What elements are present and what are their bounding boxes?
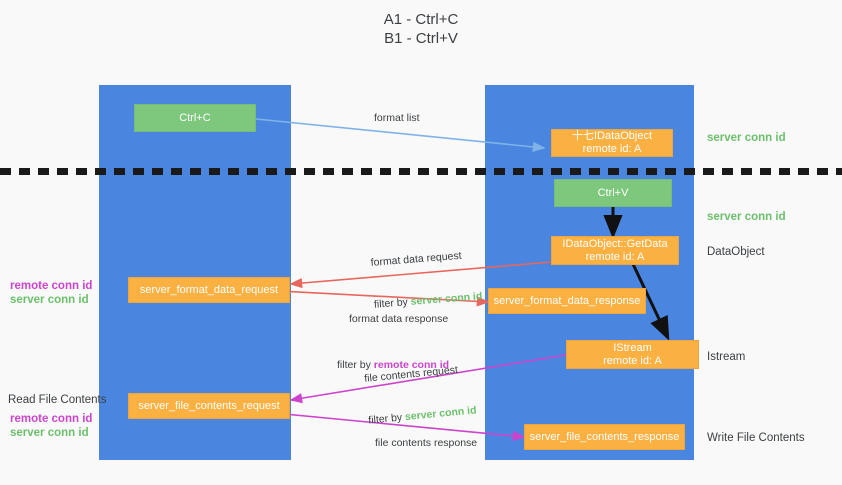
divider-dashed-line: [0, 168, 842, 175]
label-istream: Istream: [707, 351, 746, 363]
label-read-file-contents: Read File Contents: [8, 394, 107, 406]
node-server-file-contents-response[interactable]: server_file_contents_response: [524, 424, 685, 450]
label-remote-conn-id-2: remote conn id: [10, 413, 93, 425]
edge-label-format-data-response-line1: format data response: [349, 313, 449, 325]
label-data-object: DataObject: [707, 246, 765, 258]
node-get-data-object[interactable]: 十七IDataObject remote id: A: [551, 129, 673, 157]
edge-label-format-list: format list: [374, 112, 420, 124]
filter-key-remote-conn-id: remote conn id: [373, 359, 450, 371]
edge-label-file-contents-response: file contents response filter by remote …: [347, 408, 478, 485]
edge-label-file-contents-response-line1: file contents response: [375, 437, 478, 449]
node-server-file-contents-request[interactable]: server_file_contents_request: [128, 393, 290, 419]
filter-prefix: filter by: [337, 359, 374, 371]
label-remote-conn-id-1: remote conn id: [10, 280, 93, 292]
edge-label-file-contents-request-line1: file contents request: [363, 363, 459, 385]
node-ctrl-v[interactable]: Ctrl+V: [554, 179, 672, 207]
label-server-conn-id-1: server conn id: [10, 294, 89, 306]
label-server-conn-id-2: server conn id: [10, 427, 89, 439]
label-server-conn-id-top: server conn id: [707, 132, 786, 144]
label-write-file-contents: Write File Contents: [707, 432, 805, 444]
node-server-format-data-request[interactable]: server_format_data_request: [128, 277, 290, 303]
node-idataobject-getdata[interactable]: IDataObject::GetData remote id: A: [551, 236, 679, 265]
node-istream[interactable]: IStream remote id: A: [566, 340, 699, 369]
node-server-format-data-response[interactable]: server_format_data_response: [488, 288, 646, 314]
edge-label-format-data-response: format data response filter by remote co…: [337, 284, 449, 400]
label-server-conn-id-mid: server conn id: [707, 211, 786, 223]
page-title: A1 - Ctrl+C B1 - Ctrl+V: [383, 11, 459, 47]
node-ctrl-c[interactable]: Ctrl+C: [134, 104, 256, 132]
edge-label-format-data-request-line1: format data request: [370, 249, 462, 269]
edge-label-format-data-response-line2: filter by remote conn id: [337, 358, 449, 372]
